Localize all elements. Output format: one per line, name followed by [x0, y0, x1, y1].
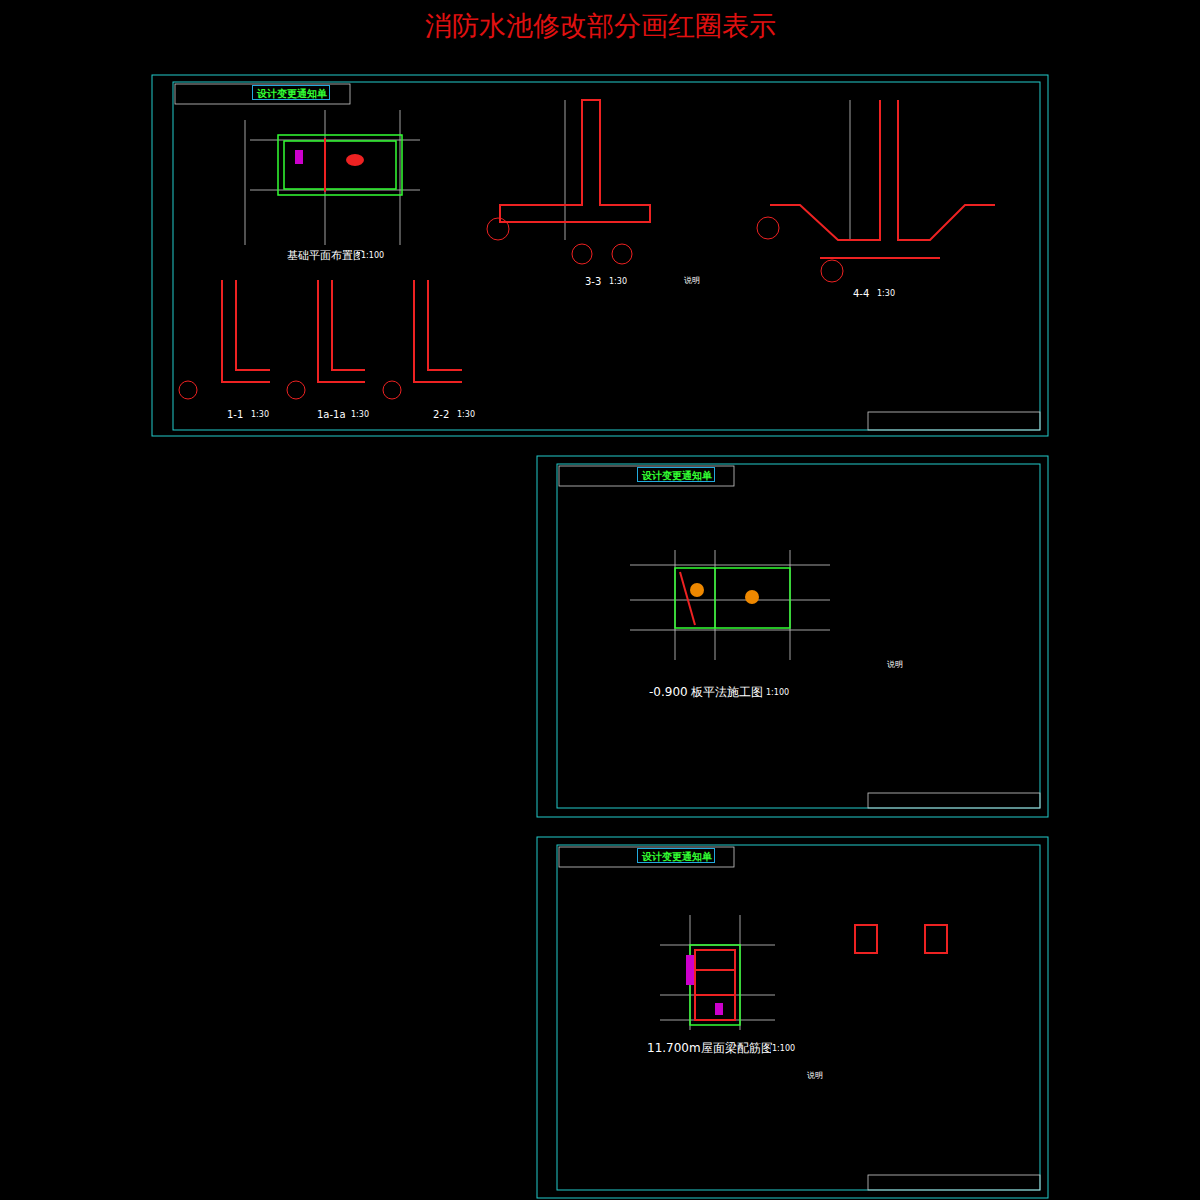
- drawing-label: 说明: [683, 277, 701, 286]
- title-block: 设计变更通知单: [252, 85, 330, 100]
- drawing-label: 11.700m屋面梁配筋图: [646, 1042, 774, 1055]
- drawing-label: 2-2: [432, 409, 450, 420]
- drawing-label: 说明: [806, 1072, 824, 1081]
- drawing-label: 1a-1a: [316, 409, 347, 420]
- drawing-label: 1:30: [250, 411, 270, 420]
- drawing-label: 1:30: [608, 278, 628, 287]
- drawing-label: 1:30: [876, 290, 896, 299]
- sheet-heading: 设计变更通知单: [257, 88, 325, 99]
- drawing-label: 1:30: [350, 411, 370, 420]
- sheet-heading: 设计变更通知单: [642, 851, 710, 862]
- drawing-label: 1:30: [456, 411, 476, 420]
- drawing-title: 消防水池修改部分画红圈表示: [0, 10, 1200, 42]
- drawing-label: 1:100: [360, 252, 385, 261]
- drawing-label: 4-4: [852, 288, 870, 299]
- drawing-label: 1:100: [771, 1045, 796, 1054]
- drawing-label: 1-1: [226, 409, 244, 420]
- title-block: 设计变更通知单: [637, 848, 715, 863]
- title-block: 设计变更通知单: [637, 467, 715, 482]
- drawing-label: 3-3: [584, 276, 602, 287]
- drawing-label: 基础平面布置图: [286, 250, 365, 262]
- sheet-heading: 设计变更通知单: [642, 470, 710, 481]
- drawing-label: -0.900 板平法施工图: [648, 686, 765, 699]
- drawing-label: 说明: [886, 661, 904, 670]
- drawing-label: 1:100: [765, 689, 790, 698]
